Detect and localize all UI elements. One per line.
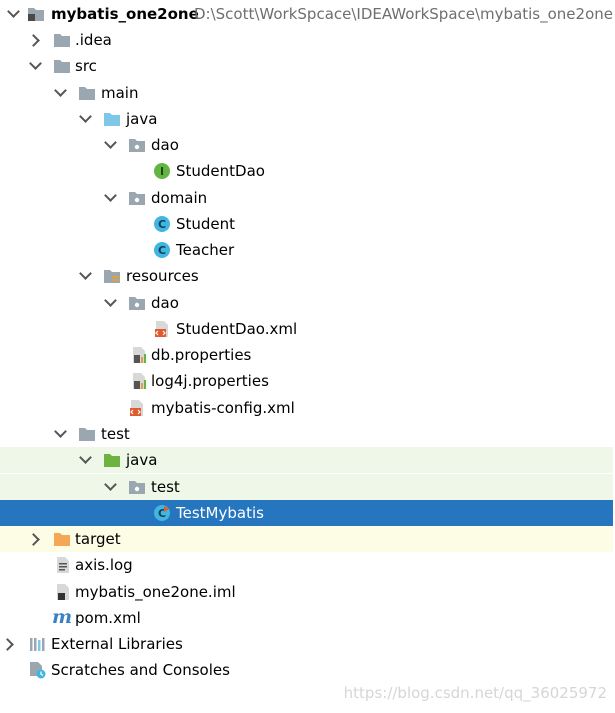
- tree-row-studentdao-xml[interactable]: StudentDao.xml: [0, 316, 613, 342]
- tree-row-test-package[interactable]: test: [0, 474, 613, 500]
- tree-row-test[interactable]: test: [0, 421, 613, 447]
- tree-row-studentdao[interactable]: I StudentDao: [0, 158, 613, 184]
- project-path: D:\Scott\WorkSpcace\IDEAWorkSpace\mybati…: [194, 5, 613, 23]
- tree-row-pom[interactable]: m pom.xml: [0, 605, 613, 631]
- class-letter: C: [158, 218, 166, 231]
- tree-label: main: [101, 84, 139, 102]
- chevron-down-icon[interactable]: [7, 5, 20, 18]
- tree-row-src[interactable]: src: [0, 53, 613, 79]
- tree-row-domain-package[interactable]: domain: [0, 185, 613, 211]
- chevron-right-icon[interactable]: [27, 532, 40, 546]
- tree-row-external-libraries[interactable]: External Libraries: [0, 631, 613, 657]
- chevron-down-icon[interactable]: [79, 110, 92, 123]
- tree-label: dao: [151, 136, 179, 154]
- tree-label: StudentDao.xml: [176, 320, 298, 338]
- package-icon: [129, 139, 145, 152]
- class-icon: C: [154, 216, 170, 232]
- tree-label: resources: [126, 267, 199, 285]
- tree-row-axis-log[interactable]: axis.log: [0, 552, 613, 578]
- tree-row-iml[interactable]: mybatis_one2one.iml: [0, 579, 613, 605]
- tree-label: test: [101, 425, 130, 443]
- source-folder-icon: [104, 113, 120, 126]
- test-class-icon: C: [154, 505, 170, 521]
- folder-icon: [54, 34, 70, 47]
- tree-row-target[interactable]: target: [0, 526, 613, 552]
- tree-row-project-root[interactable]: mybatis_one2one D:\Scott\WorkSpcace\IDEA…: [0, 1, 613, 27]
- excluded-folder-icon: [54, 533, 70, 546]
- tree-row-teacher[interactable]: C Teacher: [0, 237, 613, 263]
- tree-label: TestMybatis: [176, 504, 264, 522]
- tree-row-main[interactable]: main: [0, 80, 613, 106]
- properties-file-icon: [133, 347, 146, 363]
- tree-label: test: [151, 478, 180, 496]
- folder-icon: [54, 60, 70, 73]
- chevron-down-icon[interactable]: [104, 136, 117, 149]
- interface-letter: I: [160, 165, 164, 178]
- chevron-down-icon[interactable]: [104, 478, 117, 491]
- chevron-down-icon[interactable]: [54, 84, 67, 97]
- maven-icon: m: [52, 606, 73, 628]
- module-file-icon: [57, 584, 69, 600]
- tree-label: StudentDao: [176, 162, 265, 180]
- package-icon: [129, 297, 145, 310]
- tree-row-testmybatis[interactable]: C TestMybatis: [0, 500, 613, 526]
- interface-icon: I: [154, 163, 170, 179]
- tree-row-scratches[interactable]: Scratches and Consoles: [0, 657, 613, 683]
- class-icon: C: [154, 242, 170, 258]
- tree-label: src: [75, 57, 97, 75]
- xml-file-icon: [130, 400, 143, 416]
- tree-label: log4j.properties: [151, 372, 269, 390]
- package-icon: [129, 481, 145, 494]
- tree-row-log4j-properties[interactable]: log4j.properties: [0, 368, 613, 394]
- tree-label: domain: [151, 189, 208, 207]
- tree-row-dao-package[interactable]: dao: [0, 132, 613, 158]
- tree-row-resources[interactable]: resources: [0, 263, 613, 289]
- tree-row-student[interactable]: C Student: [0, 211, 613, 237]
- tree-label: pom.xml: [75, 609, 141, 627]
- library-icon: [30, 638, 45, 651]
- folder-icon: [79, 87, 95, 100]
- tree-row-main-java[interactable]: java: [0, 106, 613, 132]
- chevron-right-icon[interactable]: [27, 33, 40, 47]
- tree-label: .idea: [75, 31, 112, 49]
- tree-label: mybatis-config.xml: [151, 399, 295, 417]
- project-folder-icon: [28, 8, 44, 21]
- chevron-down-icon[interactable]: [104, 294, 117, 307]
- properties-file-icon: [133, 373, 146, 389]
- test-source-folder-icon: [104, 454, 120, 467]
- class-letter: C: [158, 244, 166, 257]
- tree-row-idea[interactable]: .idea: [0, 27, 613, 53]
- folder-icon: [79, 428, 95, 441]
- tree-label: mybatis_one2one.iml: [75, 583, 236, 601]
- tree-row-db-properties[interactable]: db.properties: [0, 342, 613, 368]
- tree-label: db.properties: [151, 346, 252, 364]
- tree-label: Student: [176, 215, 236, 233]
- tree-label: target: [75, 530, 121, 548]
- chevron-down-icon[interactable]: [79, 451, 92, 464]
- tree-label: dao: [151, 294, 179, 312]
- resources-folder-icon: [104, 270, 120, 283]
- tree-label: java: [126, 110, 158, 128]
- chevron-down-icon[interactable]: [79, 267, 92, 280]
- tree-label: axis.log: [75, 556, 133, 574]
- watermark-text: https://blog.csdn.net/qq_36025972: [343, 684, 607, 702]
- tree-label: java: [126, 451, 158, 469]
- scratches-icon: [30, 662, 46, 679]
- tree-label: External Libraries: [51, 635, 183, 653]
- tree-row-test-java[interactable]: java: [0, 447, 613, 473]
- project-name: mybatis_one2one: [51, 5, 199, 23]
- chevron-down-icon[interactable]: [104, 189, 117, 202]
- tree-label: Scratches and Consoles: [51, 661, 230, 679]
- chevron-right-icon[interactable]: [1, 637, 14, 651]
- package-icon: [129, 192, 145, 205]
- chevron-down-icon[interactable]: [54, 425, 67, 438]
- xml-file-icon: [155, 321, 168, 337]
- tree-label: Teacher: [176, 241, 235, 259]
- chevron-down-icon[interactable]: [29, 57, 42, 70]
- text-file-icon: [57, 557, 69, 573]
- class-letter: C: [158, 507, 166, 520]
- tree-row-resources-dao[interactable]: dao: [0, 290, 613, 316]
- tree-row-mybatis-config[interactable]: mybatis-config.xml: [0, 395, 613, 421]
